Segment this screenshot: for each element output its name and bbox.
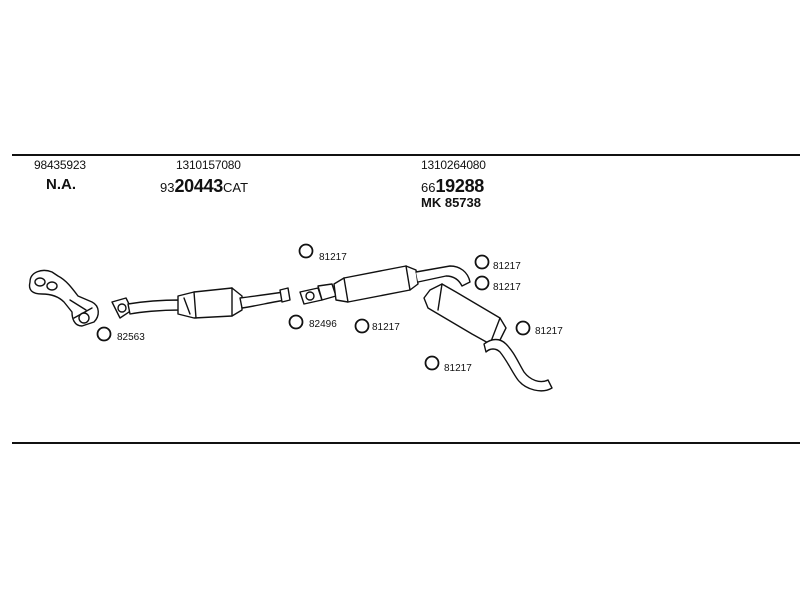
catalyst-outlet-pipe <box>239 291 287 309</box>
catalyst-outlet-flange <box>279 287 291 303</box>
catalyst-inlet-flange <box>111 297 133 319</box>
mk-number: 85738 <box>444 195 481 210</box>
part-number-col1: 98435923 <box>34 158 86 172</box>
catalyst-inlet-pipe <box>127 299 181 315</box>
catalyst-code: 9320443CAT <box>160 177 248 196</box>
clamp-ring-c7 <box>515 320 531 336</box>
top-divider <box>12 154 800 156</box>
clamp-ring-c2 <box>288 314 304 330</box>
catalyst-code-suffix: CAT <box>223 180 249 195</box>
catalytic-converter <box>177 287 243 319</box>
part-number-col3: 1310264080 <box>421 158 486 172</box>
catalyst-code-main: 20443 <box>174 176 224 196</box>
clamp-label-c3: 81217 <box>319 252 347 263</box>
clamp-ring-c5 <box>474 254 490 270</box>
clamp-label-c1: 82563 <box>117 332 145 343</box>
muffler-code-prefix: 66 <box>421 180 436 195</box>
mk-code: MK 85738 <box>421 196 481 209</box>
clamp-ring-c6 <box>474 275 490 291</box>
clamp-ring-c8 <box>424 355 440 371</box>
clamp-label-c6: 81217 <box>493 282 521 293</box>
clamp-label-c5: 81217 <box>493 261 521 272</box>
bottom-divider <box>12 442 800 444</box>
front-manifold-pipe <box>28 269 99 327</box>
clamp-label-c2: 82496 <box>309 319 337 330</box>
catalyst-code-prefix: 93 <box>160 180 175 195</box>
na-label: N.A. <box>46 176 76 193</box>
tail-pipe <box>483 338 553 392</box>
part-number-col2: 1310157080 <box>176 158 241 172</box>
clamp-ring-c1 <box>96 326 112 342</box>
clamp-ring-c3 <box>298 243 314 259</box>
center-muffler <box>333 265 471 303</box>
mk-prefix: MK <box>421 195 442 210</box>
rear-muffler <box>423 283 507 345</box>
muffler-code: 6619288 <box>421 177 484 196</box>
clamp-label-c7: 81217 <box>535 326 563 337</box>
muffler-code-main: 19288 <box>435 176 485 196</box>
middle-connector <box>299 283 337 305</box>
clamp-label-c4: 81217 <box>372 322 400 333</box>
clamp-label-c8: 81217 <box>444 363 472 374</box>
clamp-ring-c4 <box>354 318 370 334</box>
